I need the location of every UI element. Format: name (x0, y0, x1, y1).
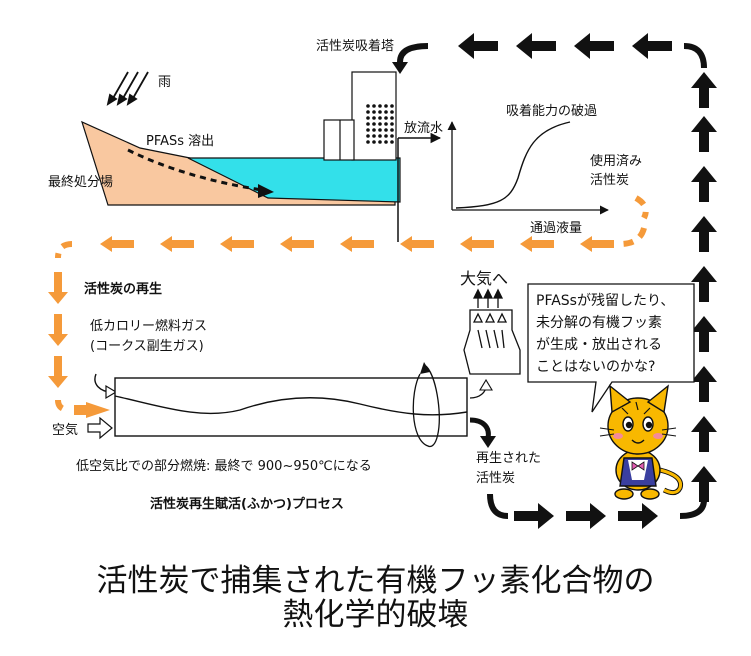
landfill-label: 最終処分場 (48, 174, 113, 190)
kiln-rotation-arrowhead (420, 362, 430, 374)
used-carbon-flow (48, 195, 649, 418)
rain-icon (106, 71, 149, 106)
speech-line-4: ことはないのかな? (536, 359, 655, 375)
speech-line-2: 未分解の有機フッ素 (536, 315, 662, 331)
air-inlet-arrow (87, 416, 113, 440)
speech-line-1: PFASsが残留したり、 (536, 293, 674, 309)
combustion-label: 低空気比での部分燃焼: 最終で 900~950℃になる (76, 458, 372, 474)
regenerated-label-2: 活性炭 (476, 471, 515, 486)
regenerated-out-arrowhead (480, 436, 496, 448)
speech-bubble: PFASsが残留したり、 未分解の有機フッ素 が生成・放出される ことはないのか… (527, 283, 695, 413)
discharge-label: 放流水 (404, 121, 443, 136)
cat-mascot-icon (599, 384, 684, 500)
pfas-leach-arrow (127, 148, 263, 192)
exhaust-outlet-arrows (472, 288, 504, 308)
kiln-rotation-arrow (412, 365, 440, 448)
used-carbon-label-1: 使用済み (590, 153, 642, 169)
rotary-kiln (114, 377, 468, 437)
tower-label: 活性炭吸着塔 (316, 38, 394, 54)
to-atmosphere-label: 大気へ (460, 269, 508, 288)
fuel-gas-inlet-arrowhead (105, 384, 118, 400)
process-label: 活性炭再生賦活(ふかつ)プロセス (150, 496, 344, 512)
pfas-leach-label: PFASs 溶出 (146, 134, 214, 149)
return-loop (392, 33, 717, 529)
used-carbon-label-2: 活性炭 (590, 173, 629, 188)
air-label: 空気 (52, 422, 78, 438)
carbon-adsorption-tower (323, 71, 397, 161)
regenerated-out-arrow (469, 417, 491, 439)
title-line-1: 活性炭で捕集された有機フッ素化合物の (96, 563, 655, 599)
pfas-leach-arrowhead (258, 184, 274, 198)
regeneration-heading: 活性炭の再生 (84, 281, 162, 297)
flow-volume-label: 通過液量 (530, 221, 582, 236)
breakthrough-curve (455, 121, 571, 209)
breakthrough-label: 吸着能力の破過 (506, 103, 597, 119)
fuel-gas-sub-label: (コークス副生ガス) (90, 339, 204, 354)
regenerated-label-1: 再生された (476, 451, 541, 466)
title-line-2: 熱化学的破壊 (282, 597, 469, 633)
speech-line-3: が生成・放出される (536, 337, 662, 353)
exhaust-scrubber (463, 309, 521, 375)
scrubber-inlet-arrowhead (479, 378, 493, 391)
kiln-flow-wave (114, 395, 468, 416)
fuel-gas-label: 低カロリー燃料ガス (90, 318, 207, 334)
rain-label: 雨 (158, 75, 171, 90)
carbon-granules (366, 104, 394, 144)
